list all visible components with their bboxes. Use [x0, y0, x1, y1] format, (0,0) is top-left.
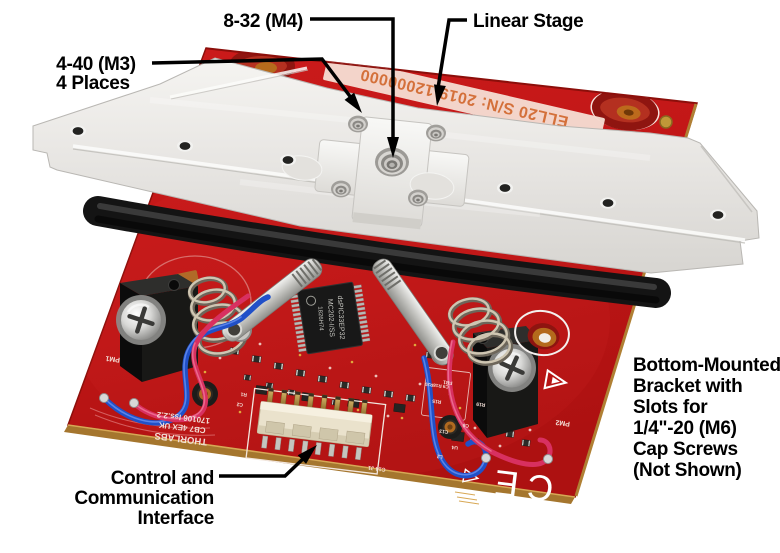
ce-mark: CE: [483, 461, 556, 510]
ref-u4: U4: [451, 444, 458, 451]
ref-l2: L2: [436, 453, 443, 460]
connector: [245, 387, 387, 475]
phillips-screw-left: [116, 295, 166, 345]
callout-bracket-note: Bottom-Mounted Bracket with Slots for 1/…: [633, 355, 780, 481]
svg-text:Communication: Communication: [74, 488, 214, 509]
solder-joints: [99, 393, 553, 464]
ic-text-line1: dsPIC33EP32: [336, 295, 345, 339]
svg-text:Control and: Control and: [111, 468, 214, 489]
svg-text:Cap Screws: Cap Screws: [633, 439, 738, 460]
thorlabs-logo: [543, 368, 569, 390]
gold-pad-band: [659, 115, 673, 129]
ref-r1: R1: [240, 391, 247, 398]
svg-text:Bottom-Mounted: Bottom-Mounted: [633, 355, 780, 376]
aluminum-stage: [32, 57, 760, 274]
svg-text:(Not Shown): (Not Shown): [633, 460, 742, 481]
threaded-holes-corner: [331, 115, 446, 207]
arrowheads: [297, 84, 446, 464]
connector-pins: [266, 387, 368, 416]
coil-spring-right: [447, 297, 514, 366]
ref-r15: R15: [432, 397, 442, 404]
microchip-logo: [306, 295, 317, 306]
coil-spring-left: [187, 276, 248, 357]
connector-silkscreen-box: [245, 387, 387, 475]
callout-interface: Control and Communication Interface: [74, 468, 214, 529]
leader-832: [310, 17, 395, 139]
ref-pm1: PM1: [105, 354, 120, 363]
ic-chip: dsPIC33EP32 MC202-I/SS 1826H74: [289, 281, 371, 355]
inductor-right: [438, 415, 462, 439]
ref-fb1: FB1: [443, 378, 453, 385]
ref-j1: C14 J1: [368, 464, 386, 472]
svg-text:1/4"-20 (M6): 1/4"-20 (M6): [633, 418, 737, 439]
center-boss: [281, 115, 470, 230]
threaded-hole-center: [375, 147, 409, 177]
ref-c13: C13: [439, 427, 449, 434]
arrowhead-interface: [297, 445, 317, 464]
board-edge-bottom: [64, 425, 575, 504]
arrowhead-440: [344, 92, 362, 113]
svg-text:4 Places: 4 Places: [56, 73, 130, 94]
svg-text:Bracket with: Bracket with: [633, 376, 742, 397]
leader-linear-stage: [436, 18, 467, 89]
ref-r18: C9 R18R20: [424, 381, 449, 389]
wire-pink-right: [446, 339, 553, 467]
ref-c6: C6: [462, 422, 469, 429]
ref-c2: C2: [236, 401, 243, 408]
ic-text-line3: 1826H74: [316, 306, 323, 331]
ref-pm2: PM2: [555, 418, 570, 427]
leader-lines: [151, 17, 467, 478]
ref-r19: R19: [476, 400, 486, 407]
connector-legs: [261, 435, 362, 461]
ic-text-line2: MC202-I/SS: [326, 299, 335, 338]
counterbore-holes: [70, 125, 726, 221]
wires: [101, 293, 553, 479]
leader-interface: [219, 454, 308, 478]
callout-linear-stage: Linear Stage: [473, 11, 583, 32]
arrowhead-832: [387, 137, 399, 158]
svg-text:Slots for: Slots for: [633, 397, 708, 418]
drive-track: [83, 196, 671, 308]
board-top-edge: [205, 48, 697, 105]
arrowhead-linear-stage: [433, 84, 446, 106]
leader-440: [151, 57, 354, 101]
mount-hole-front-right: [514, 309, 570, 357]
callout-screw-corner: 4-40 (M3) 4 Places: [56, 54, 136, 94]
silkscreen-text: THORLABS CB7 4EX UK 170106 Iss.2.2 PM1 P…: [105, 354, 570, 510]
callout-screw-center: 8-32 (M4): [223, 11, 303, 32]
annotations: 8-32 (M4) Linear Stage 4-40 (M3) 4 Place…: [56, 11, 780, 529]
board-components: dsPIC33EP32 MC202-I/SS 1826H74: [89, 255, 570, 510]
svg-text:4-40 (M3): 4-40 (M3): [56, 54, 136, 75]
svg-text:Interface: Interface: [137, 508, 214, 529]
